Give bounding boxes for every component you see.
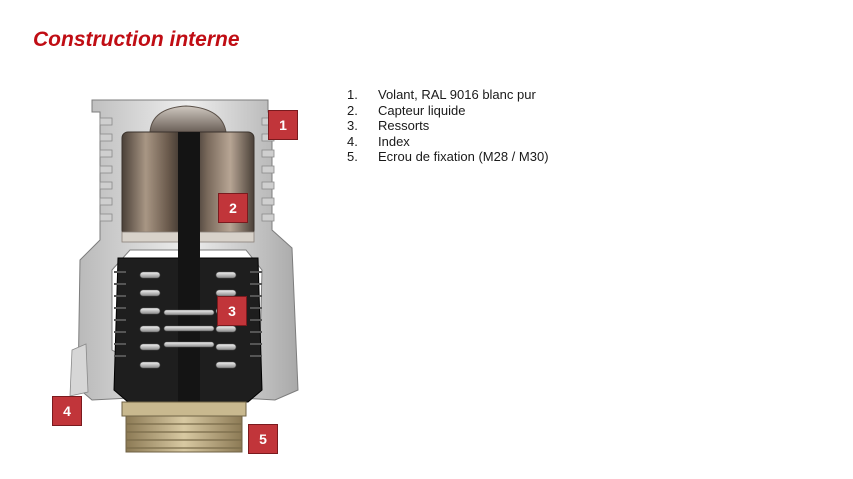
legend-number: 2. bbox=[347, 102, 358, 118]
callout-5: 5 bbox=[248, 424, 278, 454]
legend-number: 5. bbox=[347, 149, 358, 164]
legend-item: 4. Index bbox=[347, 134, 549, 150]
callout-1: 1 bbox=[268, 110, 298, 140]
callout-2: 2 bbox=[218, 193, 248, 223]
spindle bbox=[178, 132, 200, 402]
parts-legend: 1. Volant, RAL 9016 blanc pur 2. Capteur l… bbox=[347, 87, 549, 165]
legend-label: Capteur liquide bbox=[378, 102, 466, 118]
callout-4: 4 bbox=[52, 396, 82, 426]
legend-item: 2. Capteur liquide bbox=[347, 103, 549, 119]
handwheel-cap bbox=[149, 105, 227, 133]
legend-number: 3. bbox=[347, 118, 358, 133]
springs bbox=[139, 271, 237, 369]
legend-number: 4. bbox=[347, 133, 358, 149]
legend-item: 3. Ressorts bbox=[347, 118, 549, 134]
legend-item: 5. Ecrou de fixation (M28 / M30) bbox=[347, 149, 549, 165]
legend-label: Ecrou de fixation (M28 / M30) bbox=[378, 149, 549, 164]
page-title: Construction interne bbox=[33, 28, 240, 51]
callout-3: 3 bbox=[217, 296, 247, 326]
legend-item: 1. Volant, RAL 9016 blanc pur bbox=[347, 87, 549, 103]
legend-label: Volant, RAL 9016 blanc pur bbox=[378, 87, 536, 102]
fixing-nut bbox=[121, 401, 247, 453]
legend-label: Ressorts bbox=[378, 118, 430, 133]
legend-label: Index bbox=[378, 133, 410, 149]
legend-number: 1. bbox=[347, 87, 358, 102]
